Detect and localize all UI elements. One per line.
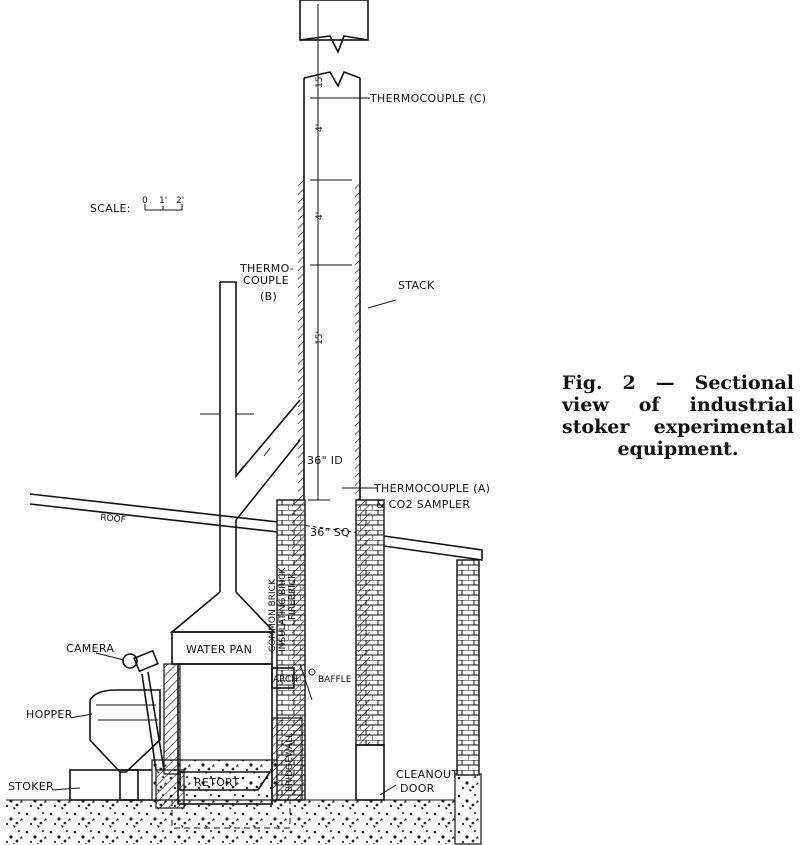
hopper-label: HOPPER <box>26 708 73 721</box>
leader-lines <box>51 97 397 796</box>
flue-pipe <box>200 281 301 592</box>
furnace-body <box>155 663 316 809</box>
common-brick-label: COMMON BRICK <box>268 578 278 652</box>
stoker-label: STOKER <box>8 780 54 793</box>
scale-label: SCALE: <box>90 202 131 215</box>
thermocouple-a-label: THERMOCOUPLE (A) <box>373 482 490 495</box>
baffle-label: BAFFLE <box>318 675 352 685</box>
scale-tick-2: 2' <box>176 196 184 206</box>
scale-tick-1: 1' <box>159 196 167 206</box>
stack-label: STACK <box>398 279 435 292</box>
scale-tick-0: 0 <box>142 196 148 206</box>
insulating-brick-label: INSULATING BRICK <box>278 567 288 652</box>
dim-4-mid: 4' <box>315 212 325 220</box>
camera-label: CAMERA <box>66 642 114 655</box>
bridge-wall-label: BRIDGEWALL <box>285 733 295 792</box>
cleanout-label-2: DOOR <box>400 782 435 795</box>
arch-label: ARCH <box>273 675 298 685</box>
cleanout-label-1: CLEANOUT <box>396 768 458 781</box>
dimension-lines <box>308 4 372 501</box>
water-pan-label: WATER PAN <box>186 643 252 656</box>
co2-sampler-label: & CO2 SAMPLER <box>376 498 470 511</box>
dim-15-top: 15' <box>315 74 325 88</box>
dim-36-sq: 36" SQ <box>310 526 350 539</box>
dim-15-mid: 15' <box>315 331 325 345</box>
thermocouple-b-label-3: (B) <box>260 290 277 303</box>
scale-bar: SCALE: 0 1' 2' <box>90 196 184 215</box>
retort-label: RETORT <box>194 776 239 789</box>
figure-caption: Fig. 2 — Sectional view of industrial st… <box>562 372 794 460</box>
firebrick-label: FIREBRICK <box>288 572 298 620</box>
dim-4-top: 4' <box>315 124 325 132</box>
thermocouple-b-label-2: COUPLE <box>243 274 289 287</box>
right-brick-wall <box>456 559 480 776</box>
stack <box>298 0 369 500</box>
dim-36-id: 36" ID <box>307 454 343 467</box>
hopper <box>89 689 161 801</box>
thermocouple-c-label: THERMOCOUPLE (C) <box>369 92 486 105</box>
camera <box>122 649 165 771</box>
roof-label: ROOF <box>100 513 127 526</box>
thermocouple-b-label-1: THERMO- <box>239 262 294 275</box>
